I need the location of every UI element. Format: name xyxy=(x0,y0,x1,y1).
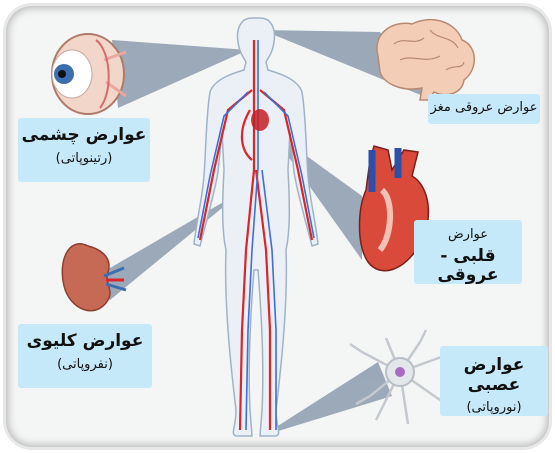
label-nerve-complications: عوارض عصبی (نوروپاتی) xyxy=(440,346,548,416)
label-nerve-title: عوارض عصبی xyxy=(440,356,548,395)
label-heart-complications: عوارض قلبی - عروقی xyxy=(414,220,522,284)
label-heart-line2: قلبی - عروقی xyxy=(414,247,522,286)
beam-nerve xyxy=(262,362,392,436)
label-eye-title: عوارض چشمی xyxy=(18,126,150,146)
eye-icon xyxy=(52,34,126,114)
label-eye-complications: عوارض چشمی (رتینوپاتی) xyxy=(18,118,150,182)
label-kidney-subtitle: (نفروپاتی) xyxy=(18,358,152,373)
label-kidney-complications: عوارض کلیوی (نفروپاتی) xyxy=(18,324,152,388)
label-eye-subtitle: (رتینوپاتی) xyxy=(18,152,150,167)
heart-mark xyxy=(251,109,269,131)
label-kidney-title: عوارض کلیوی xyxy=(18,332,152,352)
label-heart-line1: عوارض xyxy=(414,228,522,243)
beam-kidney xyxy=(86,190,244,300)
body-outline xyxy=(194,18,318,436)
label-brain-complications: عوارض عروقی مغز xyxy=(428,94,540,124)
label-nerve-subtitle: (نوروپاتی) xyxy=(440,401,548,416)
label-brain-title: عوارض عروقی مغز xyxy=(428,101,540,116)
human-body xyxy=(194,18,318,436)
brain-icon xyxy=(377,20,474,100)
